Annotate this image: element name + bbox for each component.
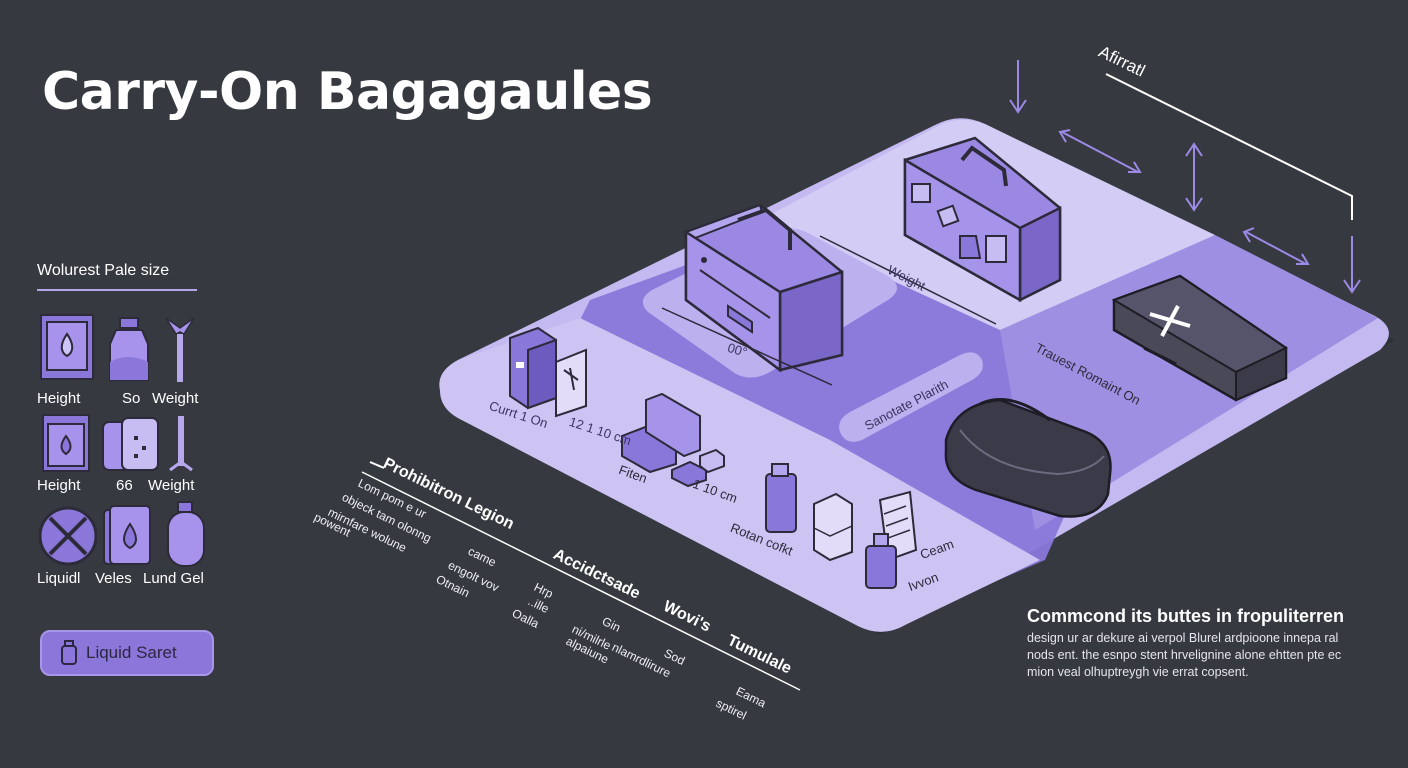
suitcase-icon: [684, 203, 844, 373]
luggage-tag-icon: [38, 312, 98, 382]
legend-label: Weight: [152, 390, 199, 407]
cosmetic-bag-icon: [100, 414, 160, 484]
stand-icon: [166, 414, 226, 484]
liquid-pouch-icon: [102, 504, 162, 574]
legend-label: Height: [37, 477, 81, 494]
liquid-button[interactable]: Liquid Saret: [40, 630, 214, 676]
gel-jar-icon: [164, 500, 224, 570]
page-title: Carry-On Bagagaules: [42, 62, 653, 122]
legend-label: Weight: [148, 477, 195, 494]
bottle-icon: [61, 640, 77, 665]
legend-label: So: [122, 390, 141, 407]
legend-label: 66: [116, 477, 133, 494]
pin-icon: [160, 314, 220, 384]
container-icon: [40, 412, 100, 482]
prohibited-icon: [37, 504, 98, 574]
suitcase-icon: [903, 136, 1062, 303]
dimension-frame: [1009, 60, 1361, 294]
note-title: Commcond its buttes in fropuliterren: [1027, 606, 1345, 626]
folded-clothes-icon: [621, 392, 725, 488]
duffel-bag-icon: [944, 398, 1112, 518]
note-body: design ur ar dekure ai verpol Blurel ard…: [1027, 631, 1342, 679]
bottle-icon: [104, 316, 164, 386]
document-icon: [509, 326, 587, 418]
legend-label: Height: [37, 390, 81, 407]
legend-heading: Wolurest Pale size: [37, 262, 197, 291]
dark-suitcase-icon: [1111, 274, 1288, 402]
legend-label: Lund Gel: [143, 570, 204, 587]
toiletries-icon: [765, 463, 918, 589]
legend-label: Liquidl: [37, 570, 81, 587]
legend-label: Veles: [95, 570, 132, 587]
liquid-button-label: Liquid Saret: [86, 643, 177, 662]
